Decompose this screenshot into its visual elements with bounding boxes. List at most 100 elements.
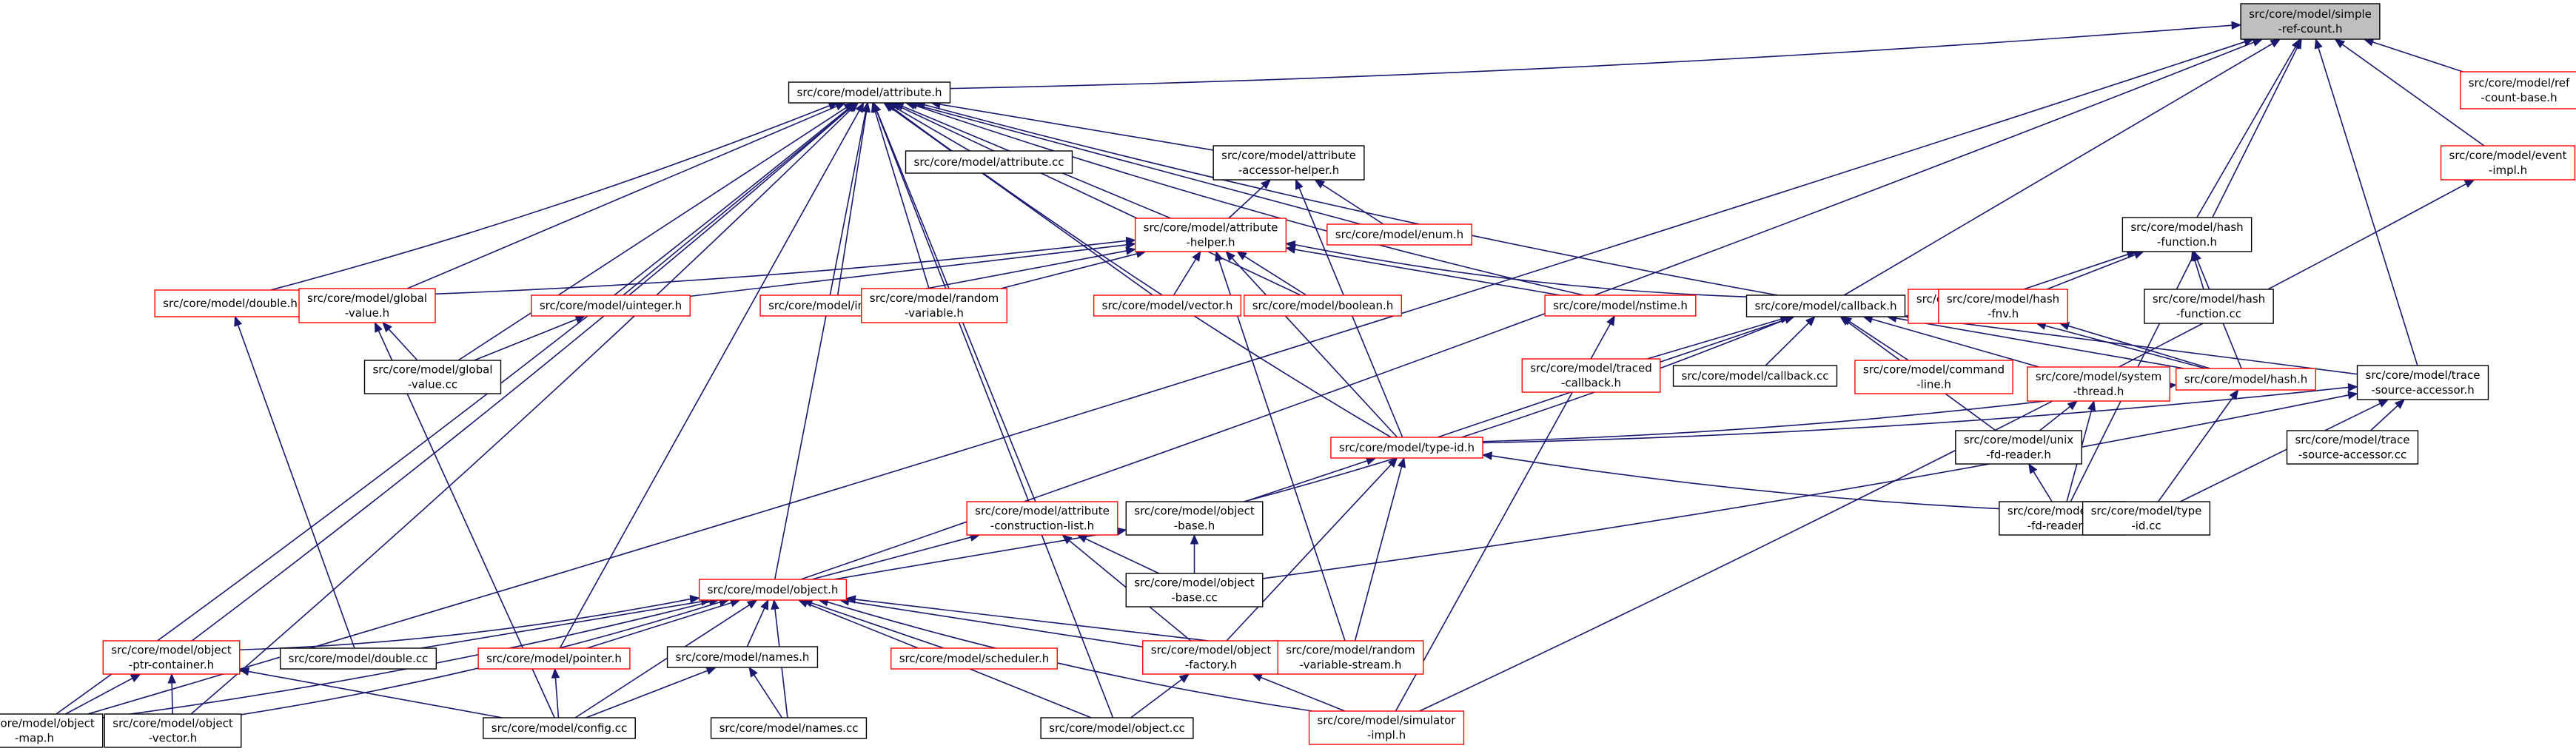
node-box[interactable] (298, 288, 436, 323)
node-box[interactable] (102, 640, 241, 675)
node-box[interactable] (1244, 294, 1402, 317)
node-box[interactable] (1955, 430, 2082, 465)
node-global-value-h[interactable]: src/core/model/global-value.h (298, 288, 436, 323)
node-box[interactable] (1544, 294, 1697, 317)
node-box[interactable] (1521, 358, 1661, 393)
node-attribute-accessor-helper[interactable]: src/core/model/attribute-accessor-helper… (1212, 145, 1365, 181)
node-box[interactable] (1040, 717, 1194, 739)
node-attribute-helper[interactable]: src/core/model/attribute-helper.h (1134, 218, 1287, 252)
node-box[interactable] (890, 647, 1058, 670)
node-uinteger-h[interactable]: src/core/model/uinteger.h (531, 294, 691, 317)
node-box[interactable] (966, 501, 1118, 536)
node-box[interactable] (2240, 3, 2381, 40)
node-box[interactable] (1938, 289, 2068, 324)
node-box[interactable] (1308, 710, 1465, 745)
node-box[interactable] (1134, 218, 1287, 252)
node-global-value-cc[interactable]: src/core/model/global-value.cc (363, 360, 502, 394)
node-box[interactable] (698, 579, 848, 601)
node-object-base-h[interactable]: src/core/model/object-base.h (1125, 501, 1264, 536)
node-scheduler-h[interactable]: src/core/model/scheduler.h (890, 647, 1058, 670)
node-box[interactable] (1093, 294, 1242, 317)
node-label: src/core/model/simple (2249, 7, 2372, 21)
node-object-vector[interactable]: src/core/model/object-vector.h (104, 713, 242, 748)
node-box[interactable] (2356, 365, 2489, 400)
node-box[interactable] (666, 646, 819, 668)
node-random-variable-stream[interactable]: src/core/model/random-variable-stream.h (1277, 640, 1424, 675)
node-object-factory[interactable]: src/core/model/object-factory.h (1142, 640, 1280, 675)
node-config-cc[interactable]: src/core/model/config.cc (483, 717, 636, 739)
node-box[interactable] (2440, 145, 2576, 181)
node-hash-function-h[interactable]: src/core/model/hash-function.h (2121, 217, 2253, 252)
node-names-h[interactable]: src/core/model/names.h (666, 646, 819, 668)
node-box[interactable] (2082, 501, 2211, 536)
node-box[interactable] (2286, 430, 2419, 465)
node-box[interactable] (483, 717, 636, 739)
node-random-variable-h[interactable]: src/core/model/random-variable.h (861, 288, 1007, 323)
node-label: -value.h (345, 306, 389, 320)
node-type-id-h[interactable]: src/core/model/type-id.h (1330, 437, 1483, 459)
node-box[interactable] (1745, 294, 1906, 317)
node-box[interactable] (1330, 437, 1483, 459)
node-box[interactable] (1142, 640, 1280, 675)
node-object-ptr-container[interactable]: src/core/model/object-ptr-container.h (102, 640, 241, 675)
node-box[interactable] (1212, 145, 1365, 181)
node-event-impl[interactable]: src/core/model/event-impl.h (2440, 145, 2576, 181)
node-command-line[interactable]: src/core/model/command-line.h (1854, 360, 2013, 394)
node-ref-count-base[interactable]: src/core/model/ref-count-base.h (2459, 71, 2576, 110)
node-box[interactable] (2176, 368, 2316, 391)
node-box[interactable] (788, 81, 951, 104)
node-nstime-h[interactable]: src/core/model/nstime.h (1544, 294, 1697, 317)
node-object-h[interactable]: src/core/model/object.h (698, 579, 848, 601)
node-box[interactable] (477, 647, 631, 670)
node-pointer-h[interactable]: src/core/model/pointer.h (477, 647, 631, 670)
node-box[interactable] (1125, 501, 1264, 536)
node-attribute-h[interactable]: src/core/model/attribute.h (788, 81, 951, 104)
node-box[interactable] (710, 717, 868, 739)
node-system-thread[interactable]: src/core/model/system-thread.h (2027, 366, 2170, 402)
node-object-cc[interactable]: src/core/model/object.cc (1040, 717, 1194, 739)
node-enum-h[interactable]: src/core/model/enum.h (1326, 223, 1472, 246)
edge-hash-h-to-callback-h (1896, 317, 2185, 369)
node-box[interactable] (1125, 573, 1264, 607)
node-hash-function-cc[interactable]: src/core/model/hash-function.cc (2144, 289, 2274, 324)
node-simple-ref-count[interactable]: src/core/model/simple-ref-count.h (2240, 3, 2381, 40)
node-traced-callback[interactable]: src/core/model/traced-callback.h (1521, 358, 1661, 393)
node-box[interactable] (2121, 217, 2253, 252)
node-double-cc[interactable]: src/core/model/double.cc (279, 647, 437, 670)
node-unix-fd-reader-h[interactable]: src/core/model/unix-fd-reader.h (1955, 430, 2082, 465)
node-box[interactable] (104, 713, 242, 748)
node-box[interactable] (0, 713, 104, 748)
node-names-cc[interactable]: src/core/model/names.cc (710, 717, 868, 739)
node-box[interactable] (905, 150, 1073, 174)
node-callback-cc[interactable]: src/core/model/callback.cc (1672, 365, 1838, 387)
arrowhead-icon (2067, 400, 2078, 411)
node-box[interactable] (363, 360, 502, 394)
node-trace-source-accessor-h[interactable]: src/core/model/trace-source-accessor.h (2356, 365, 2489, 400)
node-trace-source-accessor-cc[interactable]: src/core/model/trace-source-accessor.cc (2286, 430, 2419, 465)
node-box[interactable] (1672, 365, 1838, 387)
node-object-base-cc[interactable]: src/core/model/object-base.cc (1125, 573, 1264, 607)
node-attribute-cc[interactable]: src/core/model/attribute.cc (905, 150, 1073, 174)
node-callback-h[interactable]: src/core/model/callback.h (1745, 294, 1906, 317)
node-boolean-h[interactable]: src/core/model/boolean.h (1244, 294, 1402, 317)
node-box[interactable] (1854, 360, 2013, 394)
node-box[interactable] (2144, 289, 2274, 324)
node-hash-h[interactable]: src/core/model/hash.h (2176, 368, 2316, 391)
node-hash-fnv[interactable]: src/core/model/hash-fnv.h (1938, 289, 2068, 324)
node-box[interactable] (861, 288, 1007, 323)
node-box[interactable] (1326, 223, 1472, 246)
node-double-h[interactable]: src/core/model/double.h (154, 289, 306, 317)
node-object-map[interactable]: src/core/model/object-map.h (0, 713, 104, 748)
node-type-id-cc[interactable]: src/core/model/type-id.cc (2082, 501, 2211, 536)
node-box[interactable] (2459, 71, 2576, 110)
node-attribute-construction-list[interactable]: src/core/model/attribute-construction-li… (966, 501, 1118, 536)
edge-attribute-cc-to-attribute-h (894, 107, 970, 152)
node-vector-h[interactable]: src/core/model/vector.h (1093, 294, 1242, 317)
node-box[interactable] (531, 294, 691, 317)
node-box[interactable] (279, 647, 437, 670)
node-simulator-impl[interactable]: src/core/model/simulator-impl.h (1308, 710, 1465, 745)
node-box[interactable] (1277, 640, 1424, 675)
node-box[interactable] (2027, 366, 2170, 402)
edge-enum-h-to-attribute-h (916, 104, 1361, 225)
node-box[interactable] (154, 289, 306, 317)
